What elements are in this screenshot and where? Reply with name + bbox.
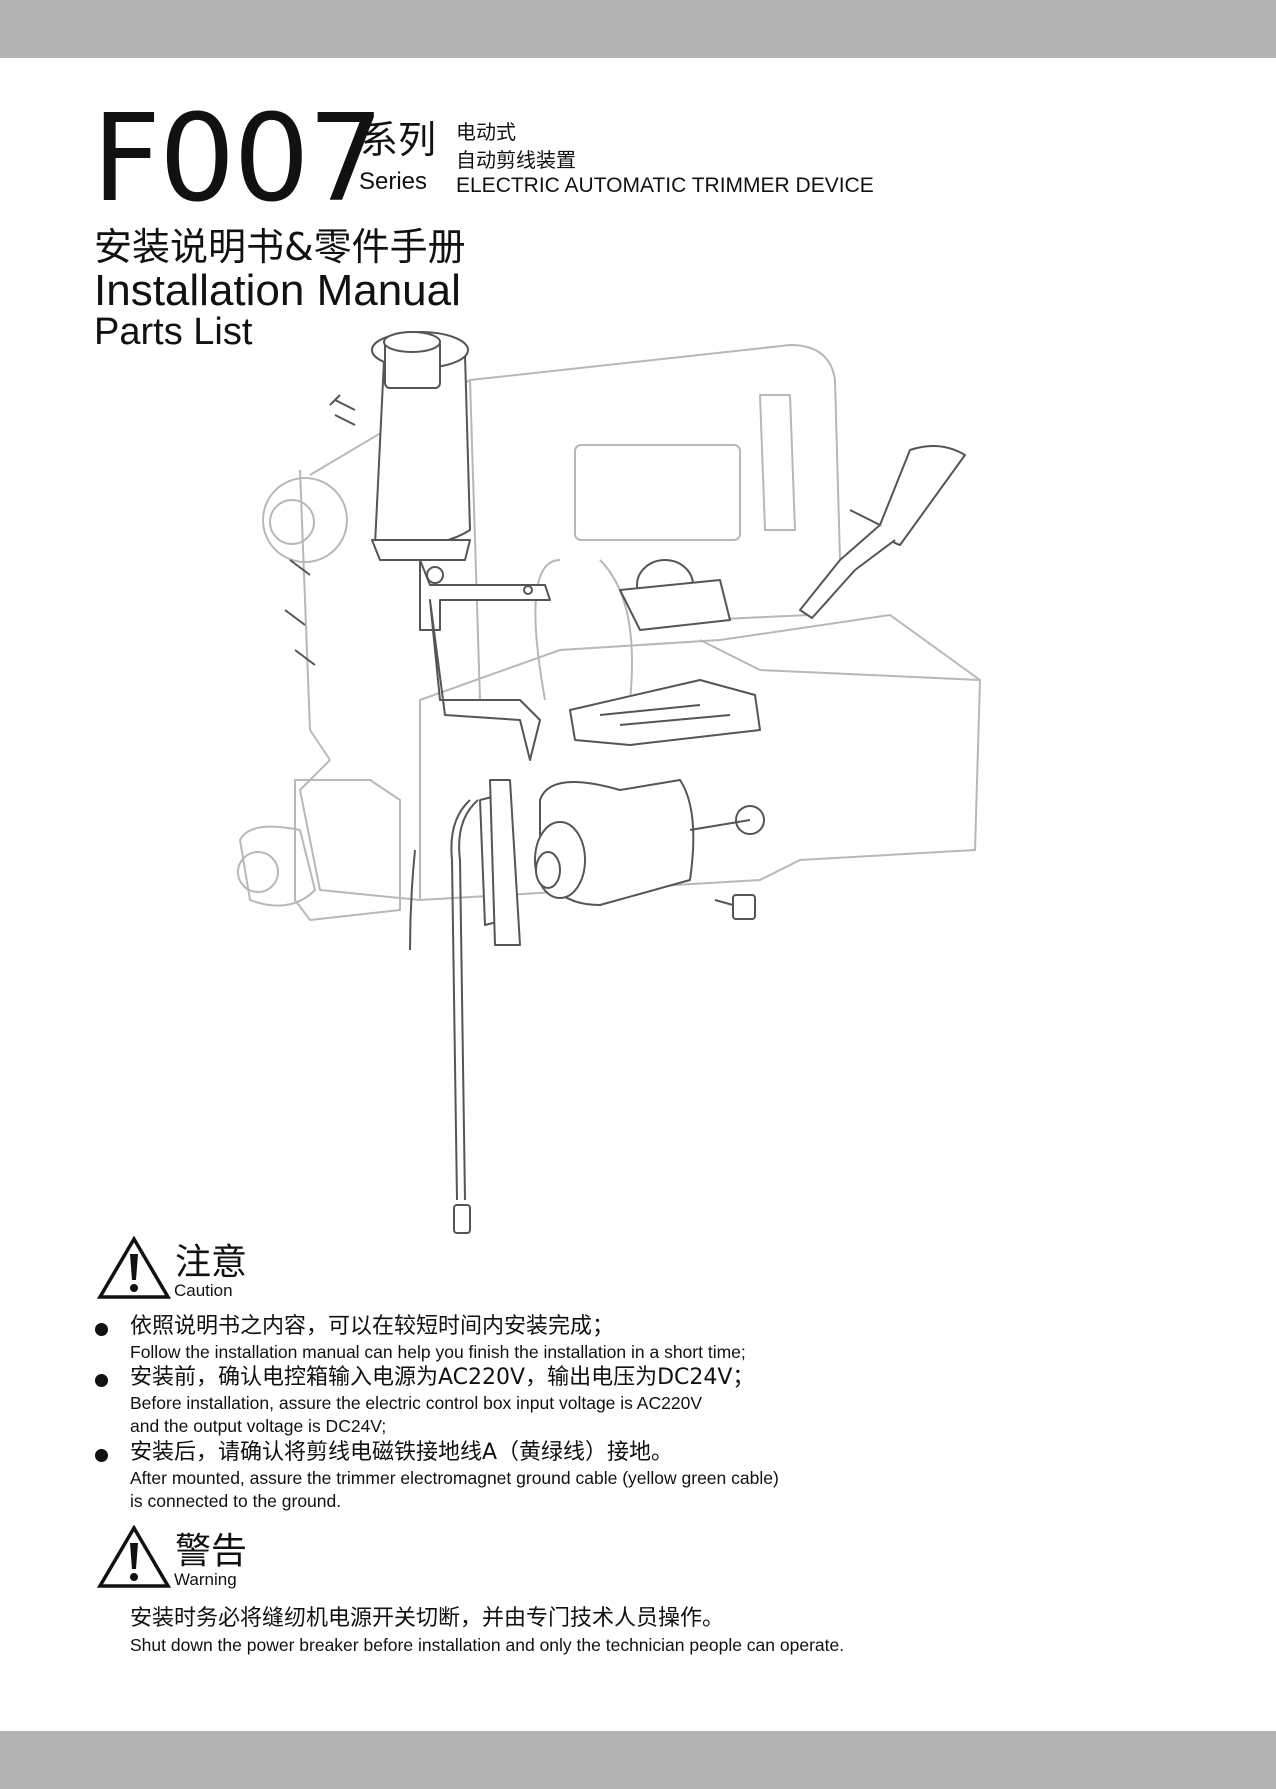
caution-item-en-cont: and the output voltage is DC24V; [130, 1416, 387, 1436]
series-label-cn: 系列 [360, 118, 437, 162]
warning-title-en: Warning [174, 1570, 237, 1589]
caution-item-en-cont: is connected to the ground. [130, 1491, 342, 1511]
device-type-cn: 电动式 [456, 120, 516, 144]
caution-item-en: Follow the installation manual can help … [130, 1342, 746, 1362]
caution-title-en: Caution [174, 1281, 233, 1300]
device-name-en: ELECTRIC AUTOMATIC TRIMMER DEVICE [456, 174, 874, 197]
caution-warning-icon [97, 1236, 171, 1299]
sewing-machine-illustration [237, 331, 981, 1234]
model-number: F007 [92, 90, 384, 229]
bottom-band [0, 1731, 1276, 1789]
parts-list-title: Parts List [94, 311, 253, 353]
caution-title-cn: 注意 [175, 1242, 248, 1283]
manual-title-cn: 安装说明书&零件手册 [94, 225, 466, 269]
warning-text-en: Shut down the power breaker before insta… [130, 1635, 845, 1655]
bullet-dot [95, 1374, 108, 1387]
warning-title-cn: 警告 [175, 1531, 248, 1572]
bullet-dot [95, 1449, 108, 1462]
caution-item-en: After mounted, assure the trimmer electr… [130, 1468, 779, 1488]
top-band [0, 0, 1276, 58]
caution-item-cn: 安装前，确认电控箱输入电源为AC220V，输出电压为DC24V； [130, 1365, 755, 1390]
series-label-en: Series [359, 168, 428, 195]
caution-item-en: Before installation, assure the electric… [130, 1393, 702, 1413]
bullet-dot [95, 1323, 108, 1336]
warning-triangle-icon [97, 1525, 171, 1588]
caution-item-cn: 安装后，请确认将剪线电磁铁接地线A（黄绿线）接地。 [130, 1440, 674, 1465]
manual-title-en: Installation Manual [94, 266, 461, 315]
warning-text-cn: 安装时务必将缝纫机电源开关切断，并由专门技术人员操作。 [130, 1606, 725, 1631]
caution-item-cn: 依照说明书之内容，可以在较短时间内安装完成； [130, 1314, 615, 1339]
device-name-cn: 自动剪线装置 [456, 148, 576, 172]
